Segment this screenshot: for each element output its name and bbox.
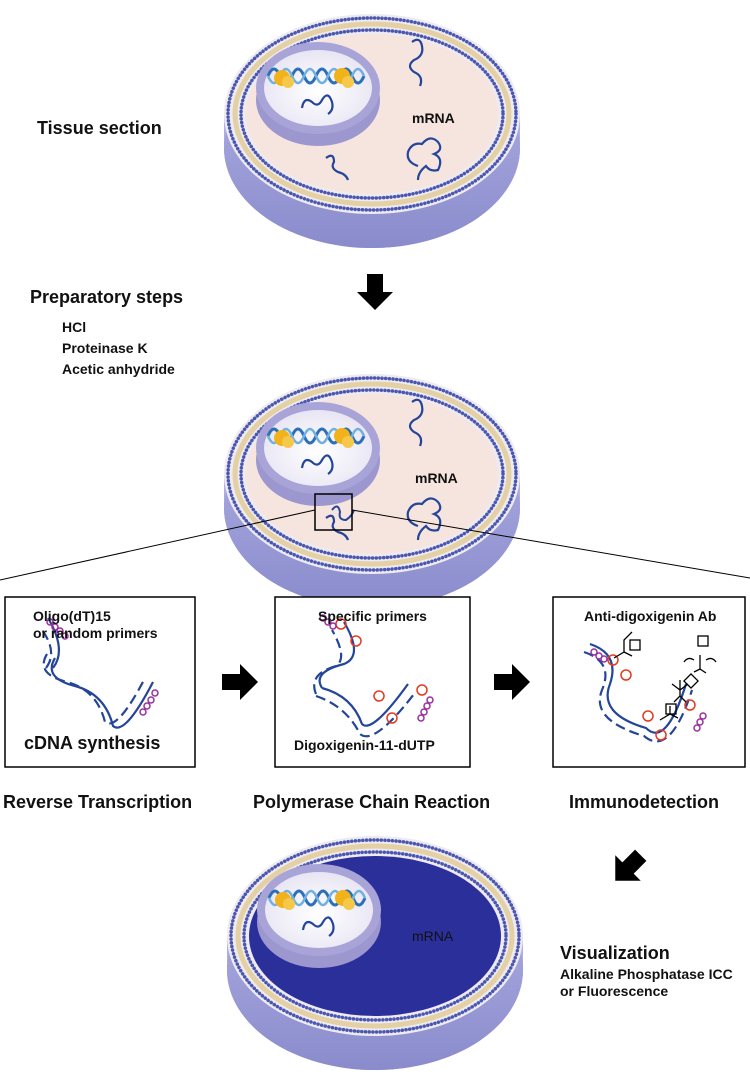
tissue-cell-2 xyxy=(224,374,520,608)
down-arrow-icon xyxy=(357,274,393,310)
mrna-label: mRNA xyxy=(412,928,454,944)
box1-bottom-label: cDNA synthesis xyxy=(24,733,161,753)
right-arrow-icon xyxy=(494,664,530,700)
box1-primers-line2: or random primers xyxy=(33,625,158,641)
mrna-label: mRNA xyxy=(415,470,458,486)
right-arrow-icon xyxy=(222,664,258,700)
box2-bottom-label: Digoxigenin-11-dUTP xyxy=(294,737,435,753)
box3-top-label: Anti-digoxigenin Ab xyxy=(584,608,717,624)
diagonal-arrow-icon xyxy=(602,842,654,894)
tissue-cell-1 xyxy=(224,14,520,248)
step-pcr: Polymerase Chain Reaction xyxy=(253,792,491,812)
visualization-method-1: Alkaline Phosphatase ICC xyxy=(560,966,733,982)
box-pcr xyxy=(274,596,471,768)
step-immunodetection: Immunodetection xyxy=(569,792,720,812)
tissue-section-label: Tissue section xyxy=(37,118,162,138)
visualization-label: Visualization xyxy=(560,943,670,963)
stained-cell xyxy=(227,836,523,1070)
mrna-label: mRNA xyxy=(412,110,455,126)
box2-top-label: Specific primers xyxy=(318,608,427,624)
visualization-method-2: or Fluorescence xyxy=(560,983,669,999)
prep-item: Proteinase K xyxy=(62,340,148,356)
box-cdna-synthesis xyxy=(4,596,196,768)
step-reverse-transcription: Reverse Transcription xyxy=(3,792,193,812)
preparatory-steps-label: Preparatory steps xyxy=(30,287,184,307)
box-immunodetection xyxy=(552,596,746,768)
zoom-region-box xyxy=(314,493,353,531)
box1-primers-line1: Oligo(dT)15 xyxy=(33,608,111,624)
prep-item: HCl xyxy=(62,319,87,335)
prep-item: Acetic anhydride xyxy=(62,361,175,377)
